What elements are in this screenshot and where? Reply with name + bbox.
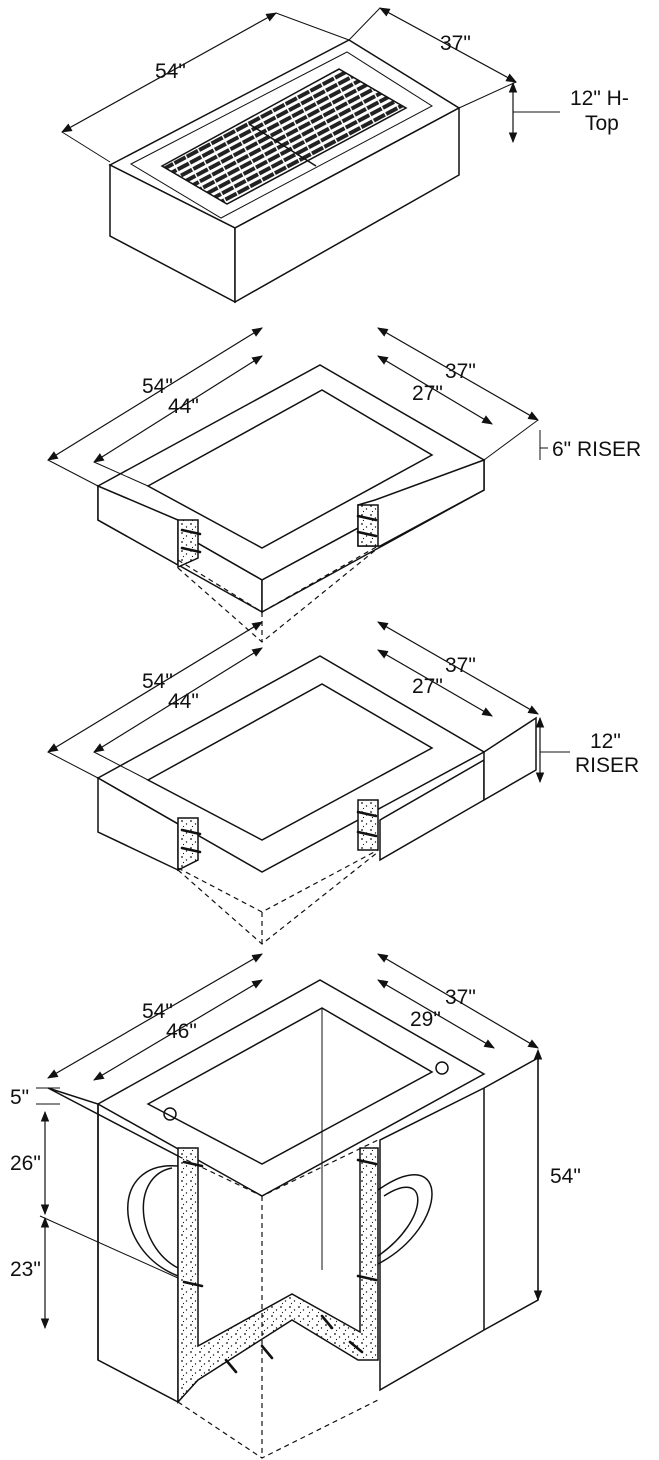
base-upper-height-label: 26": [10, 1152, 41, 1175]
riser12-label-line2: RISER: [575, 754, 639, 777]
riser6-outer-width-label: 37": [445, 360, 476, 383]
riser12-outer-width-label: 37": [445, 654, 476, 677]
riser-6-section: 54" 44" 37" 27" 6" RISER: [47, 327, 641, 643]
base-wall-top-label: 5": [10, 1086, 29, 1109]
grate: [160, 68, 408, 205]
riser6-label: 6" RISER: [552, 438, 641, 461]
base-outer-length-label: 54": [142, 1000, 173, 1023]
riser6-inner-length-label: 44": [168, 395, 199, 418]
riser6-outer-length-label: 54": [142, 375, 173, 398]
base-lower-height-label: 23": [10, 1258, 41, 1281]
top-length-label: 54": [155, 60, 186, 83]
riser12-label-line1: 12": [590, 730, 621, 753]
riser6-inner-width-label: 27": [412, 382, 443, 405]
h-top-section: 54" 37" 12" H- Top: [61, 7, 629, 304]
base-inner-length-label: 46": [166, 1020, 197, 1043]
riser12-inner-width-label: 27": [412, 675, 443, 698]
base-total-height-label: 54": [550, 1165, 581, 1188]
base-inner-width-label: 29": [410, 1008, 441, 1031]
riser-12-section: 54" 44" 37" 27" 12" RISER: [47, 621, 639, 945]
top-height-label-line2: Top: [585, 112, 619, 135]
base-outer-width-label: 37": [445, 986, 476, 1009]
riser12-inner-length-label: 44": [168, 690, 199, 713]
top-width-label: 37": [440, 32, 471, 55]
top-height-label: 12" H-: [570, 87, 629, 110]
base-section: 54" 46" 37" 29" 5" 26" 23" 54": [10, 953, 581, 1459]
riser12-outer-length-label: 54": [142, 670, 173, 693]
